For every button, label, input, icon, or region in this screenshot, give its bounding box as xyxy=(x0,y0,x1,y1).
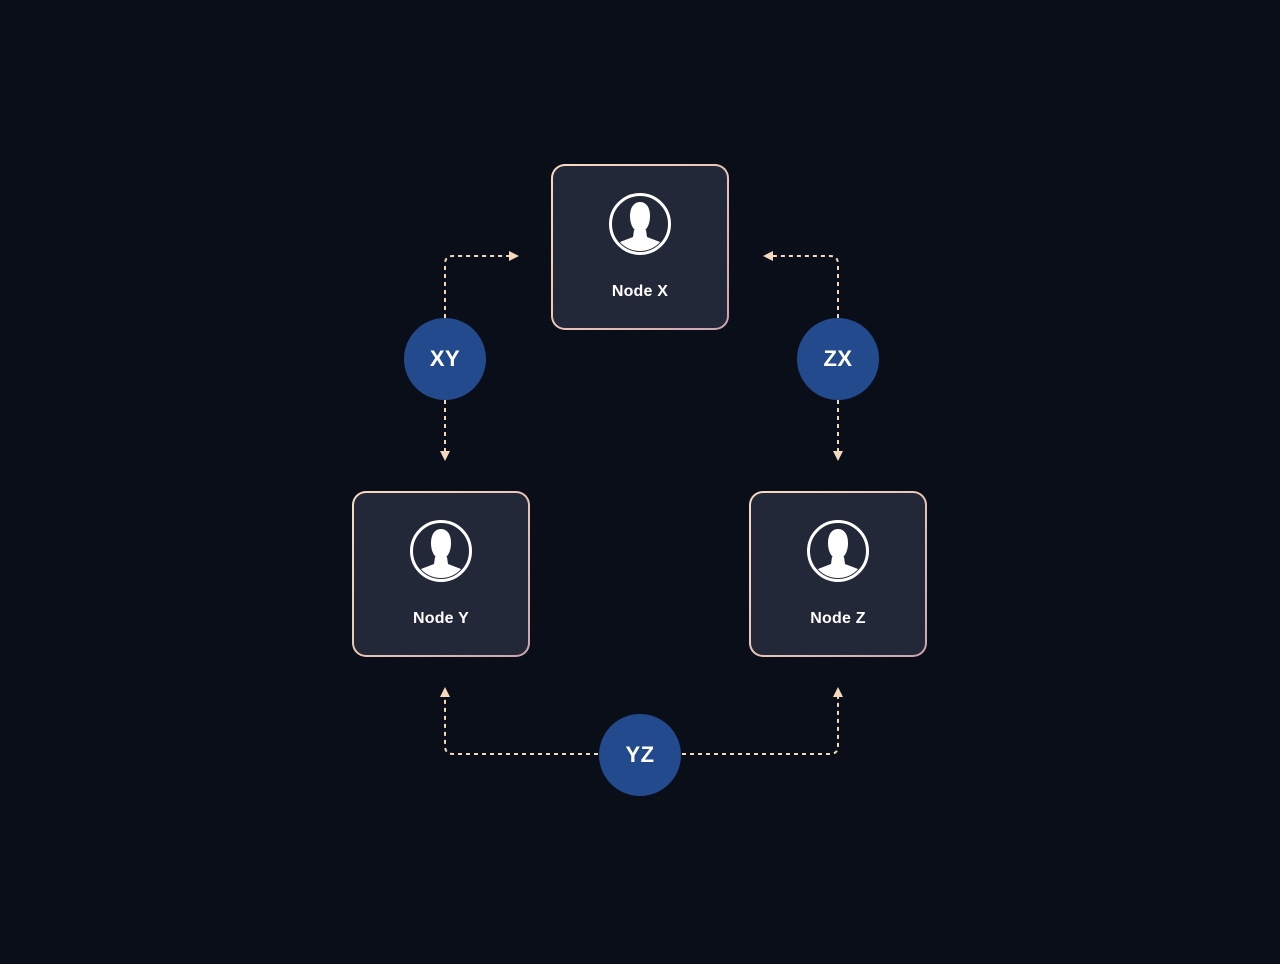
node-x[interactable]: Node X xyxy=(551,164,729,330)
link-badge-zx[interactable]: ZX xyxy=(797,318,879,400)
user-avatar-icon xyxy=(410,520,472,582)
node-y-card: Node Y xyxy=(354,493,528,655)
node-x-label: Node X xyxy=(611,283,669,300)
node-z-label: Node Z xyxy=(810,610,866,627)
link-badge-yz[interactable]: YZ xyxy=(599,714,681,796)
connector-zx-to-node-x xyxy=(763,251,839,318)
node-z-card: Node Z xyxy=(751,493,925,655)
user-avatar-icon xyxy=(609,193,671,255)
node-z[interactable]: Node Z xyxy=(749,491,927,657)
connector-xy-to-node-x xyxy=(444,251,519,318)
node-y-label: Node Y xyxy=(412,610,470,627)
user-avatar-icon xyxy=(807,520,869,582)
connector-yz-to-node-z xyxy=(682,687,843,755)
connector-yz-to-node-y xyxy=(440,687,598,755)
node-x-card: Node X xyxy=(553,166,727,328)
link-badge-xy[interactable]: XY xyxy=(404,318,486,400)
node-y[interactable]: Node Y xyxy=(352,491,530,657)
